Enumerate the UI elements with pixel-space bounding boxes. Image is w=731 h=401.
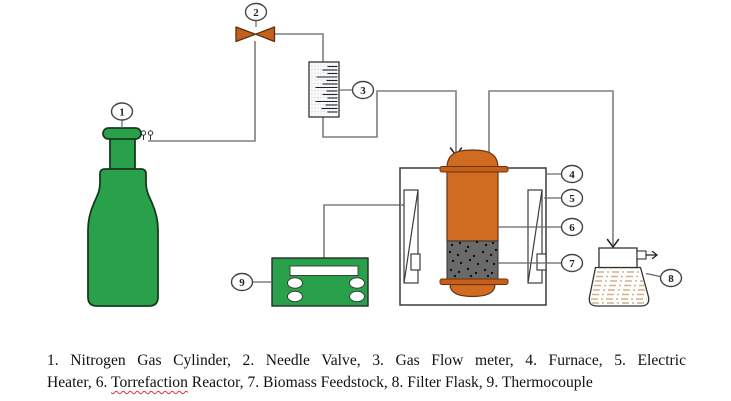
flask-body bbox=[588, 266, 650, 307]
nitrogen-gas-cylinder bbox=[87, 127, 159, 307]
label-number-6: 6 bbox=[569, 222, 575, 234]
cylinder-outlet-ports-icon bbox=[140, 130, 154, 140]
heater-left-diagonal bbox=[403, 189, 419, 284]
reactor-top-flange bbox=[439, 166, 509, 173]
heater-left-notch bbox=[410, 253, 421, 271]
torrefaction-reactor bbox=[439, 149, 509, 298]
pipe-lines bbox=[148, 33, 614, 258]
figure-caption: 1. Nitrogen Gas Cylinder, 2. Needle Valv… bbox=[47, 350, 686, 394]
pipe-reactor-to-flask bbox=[488, 90, 614, 245]
caption-line-2: Heater, 6. Torrefaction Reactor, 7. Biom… bbox=[47, 372, 686, 394]
pipe-flowmeter-to-reactor bbox=[322, 90, 457, 154]
pipe-valve-to-flowmeter bbox=[274, 33, 324, 62]
reactor-bottom-dome bbox=[449, 283, 496, 298]
flask-contents-lines bbox=[591, 271, 647, 304]
label-bubble-8: 8 bbox=[659, 268, 683, 288]
electric-heaters bbox=[403, 189, 547, 284]
cylinder-neck bbox=[109, 135, 136, 170]
caption-line2-before: Heater, 6. bbox=[47, 374, 112, 391]
cylinder-body bbox=[87, 168, 159, 307]
label-connectors bbox=[121, 20, 661, 283]
label-bubble-2: 2 bbox=[244, 2, 268, 22]
thermocouple-wire bbox=[323, 204, 405, 258]
label-bubble-3: 3 bbox=[351, 80, 375, 100]
label-number-2: 2 bbox=[253, 7, 259, 19]
label-bubble-6: 6 bbox=[560, 217, 584, 237]
label-bubble-9: 9 bbox=[230, 272, 254, 292]
heater-right-notch bbox=[536, 253, 547, 271]
label-number-7: 7 bbox=[569, 258, 575, 270]
flask-neck bbox=[598, 247, 638, 269]
label-bubble-4: 4 bbox=[560, 164, 584, 184]
valve-left-triangle bbox=[235, 26, 257, 43]
arrow-into-flask-icon bbox=[606, 238, 620, 249]
reactor-top-dome bbox=[446, 149, 499, 169]
filter-flask bbox=[588, 247, 659, 307]
caption-line2-after: Reactor, 7. Biomass Feedstock, 8. Filter… bbox=[187, 374, 593, 391]
cylinder-cap bbox=[102, 127, 142, 140]
label-number-9: 9 bbox=[239, 277, 245, 289]
needle-valve bbox=[235, 26, 276, 43]
thermocouple-controller bbox=[271, 257, 369, 307]
flow-meter-scale-ticks bbox=[315, 65, 338, 113]
pipe-cylinder-to-valve bbox=[148, 41, 256, 142]
label-bubble-5: 5 bbox=[560, 188, 584, 208]
label-number-3: 3 bbox=[360, 85, 366, 97]
label-bubble-7: 7 bbox=[560, 253, 584, 273]
controller-buttons bbox=[287, 277, 365, 303]
caption-misspelled-word: Torrefaction bbox=[111, 374, 188, 391]
flask-side-arm bbox=[636, 250, 647, 260]
flask-outlet-arrow-icon bbox=[645, 250, 659, 260]
reactor-body bbox=[446, 170, 499, 242]
caption-line-1: 1. Nitrogen Gas Cylinder, 2. Needle Valv… bbox=[47, 352, 686, 369]
reactor-bottom-flange bbox=[439, 278, 509, 285]
label-number-1: 1 bbox=[119, 107, 125, 119]
label-bubble-1: 1 bbox=[110, 102, 134, 121]
label-number-4: 4 bbox=[569, 169, 575, 181]
heater-right-diagonal bbox=[527, 189, 543, 284]
controller-display bbox=[289, 265, 359, 276]
label-number-5: 5 bbox=[569, 193, 575, 205]
gas-flow-meter bbox=[308, 61, 340, 118]
valve-right-triangle bbox=[254, 26, 276, 43]
label-bubbles: 1 2 3 4 5 6 7 8 bbox=[110, 2, 683, 292]
process-diagram: 1 2 3 4 5 6 7 8 bbox=[87, 2, 683, 307]
label-number-8: 8 bbox=[668, 273, 674, 285]
biomass-feedstock bbox=[446, 240, 499, 280]
biomass-speckles bbox=[448, 240, 498, 278]
